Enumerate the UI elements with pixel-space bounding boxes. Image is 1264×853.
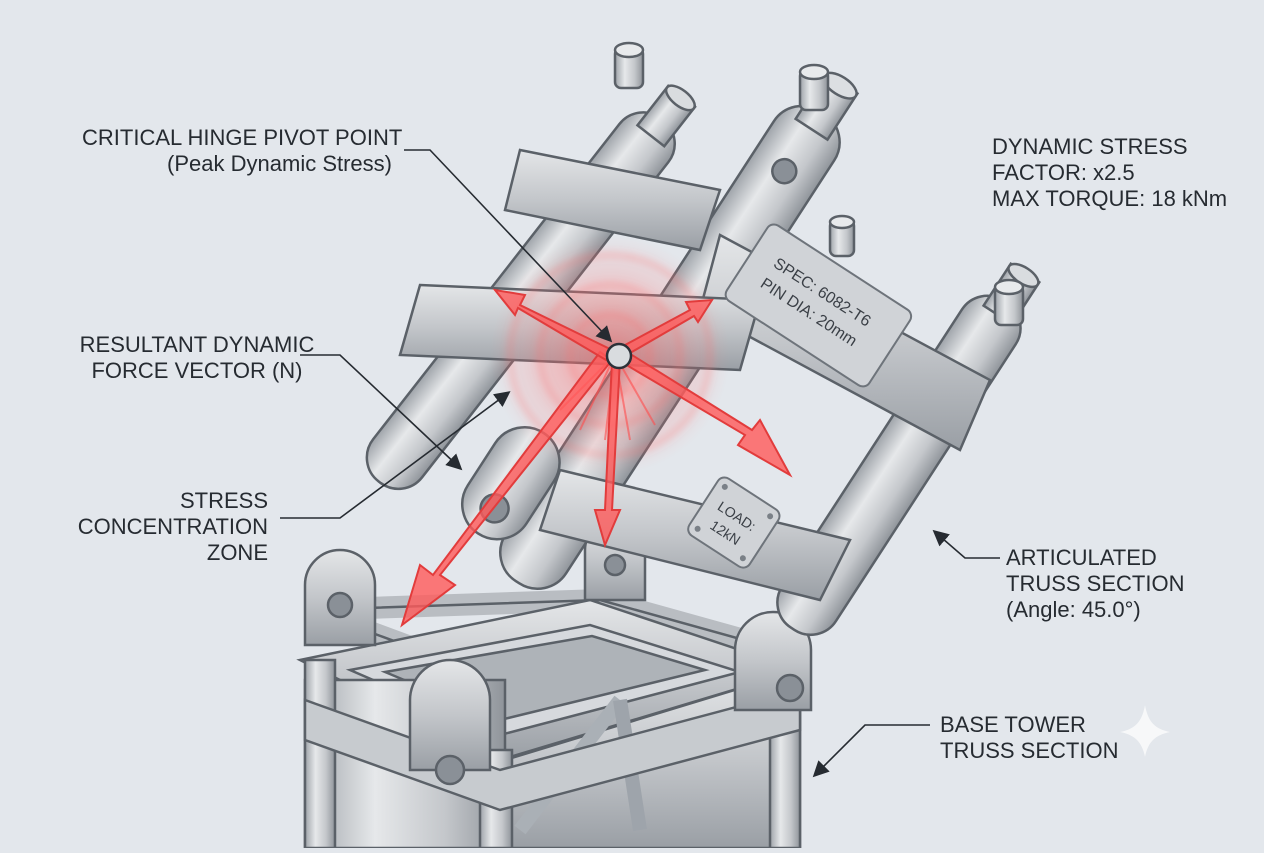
callout-hinge-pivot-line1: CRITICAL HINGE PIVOT POINT [82, 125, 403, 150]
base-tower-truss [296, 518, 813, 850]
callout-base-tower-line2: TRUSS SECTION [940, 738, 1119, 763]
callout-dynamic-stress: DYNAMIC STRESS FACTOR: x2.5 MAX TORQUE: … [992, 134, 1227, 212]
callout-stress-zone: STRESS CONCENTRATION ZONE [70, 488, 268, 566]
pin-top-left [613, 41, 645, 90]
pin-top-center [798, 63, 830, 112]
callout-articulated: ARTICULATED TRUSS SECTION (Angle: 45.0°) [1006, 545, 1184, 623]
callout-dynamic-stress-line2: FACTOR: x2.5 [992, 160, 1135, 185]
hinge-pivot-point [605, 342, 633, 370]
callout-dynamic-stress-line1: DYNAMIC STRESS [992, 134, 1188, 159]
callout-base-tower: BASE TOWER TRUSS SECTION [940, 712, 1118, 764]
callout-articulated-line2: TRUSS SECTION [1006, 571, 1185, 596]
callout-base-tower-line1: BASE TOWER [940, 712, 1086, 737]
pin-right [993, 278, 1025, 327]
callout-dynamic-stress-line3: MAX TORQUE: 18 kNm [992, 186, 1228, 211]
callout-hinge-pivot: CRITICAL HINGE PIVOT POINT (Peak Dynamic… [82, 125, 403, 177]
leader-lines [280, 149, 1000, 778]
callout-articulated-line1: ARTICULATED [1006, 545, 1157, 570]
gemini-sparkle-icon [1120, 705, 1170, 757]
force-vectors [400, 288, 793, 628]
load-plate: LOAD: 12kN [687, 476, 781, 569]
callout-force-vector-line1: RESULTANT DYNAMIC [79, 332, 315, 357]
pin-mid-right [828, 214, 856, 258]
base-lug-back-left [303, 548, 377, 647]
callout-force-vector-line2: FORCE VECTOR (N) [91, 358, 303, 383]
callout-articulated-line3: (Angle: 45.0°) [1006, 597, 1141, 622]
callout-stress-zone-line2: CONCENTRATION [77, 514, 268, 539]
callout-stress-zone-line1: STRESS [179, 488, 268, 513]
callout-stress-zone-line3: ZONE [206, 540, 268, 565]
base-lug-front-right [733, 610, 813, 712]
callout-hinge-pivot-line2: (Peak Dynamic Stress) [167, 151, 392, 176]
base-lug-front-left [408, 658, 492, 786]
callout-force-vector: RESULTANT DYNAMIC FORCE VECTOR (N) [72, 332, 322, 384]
